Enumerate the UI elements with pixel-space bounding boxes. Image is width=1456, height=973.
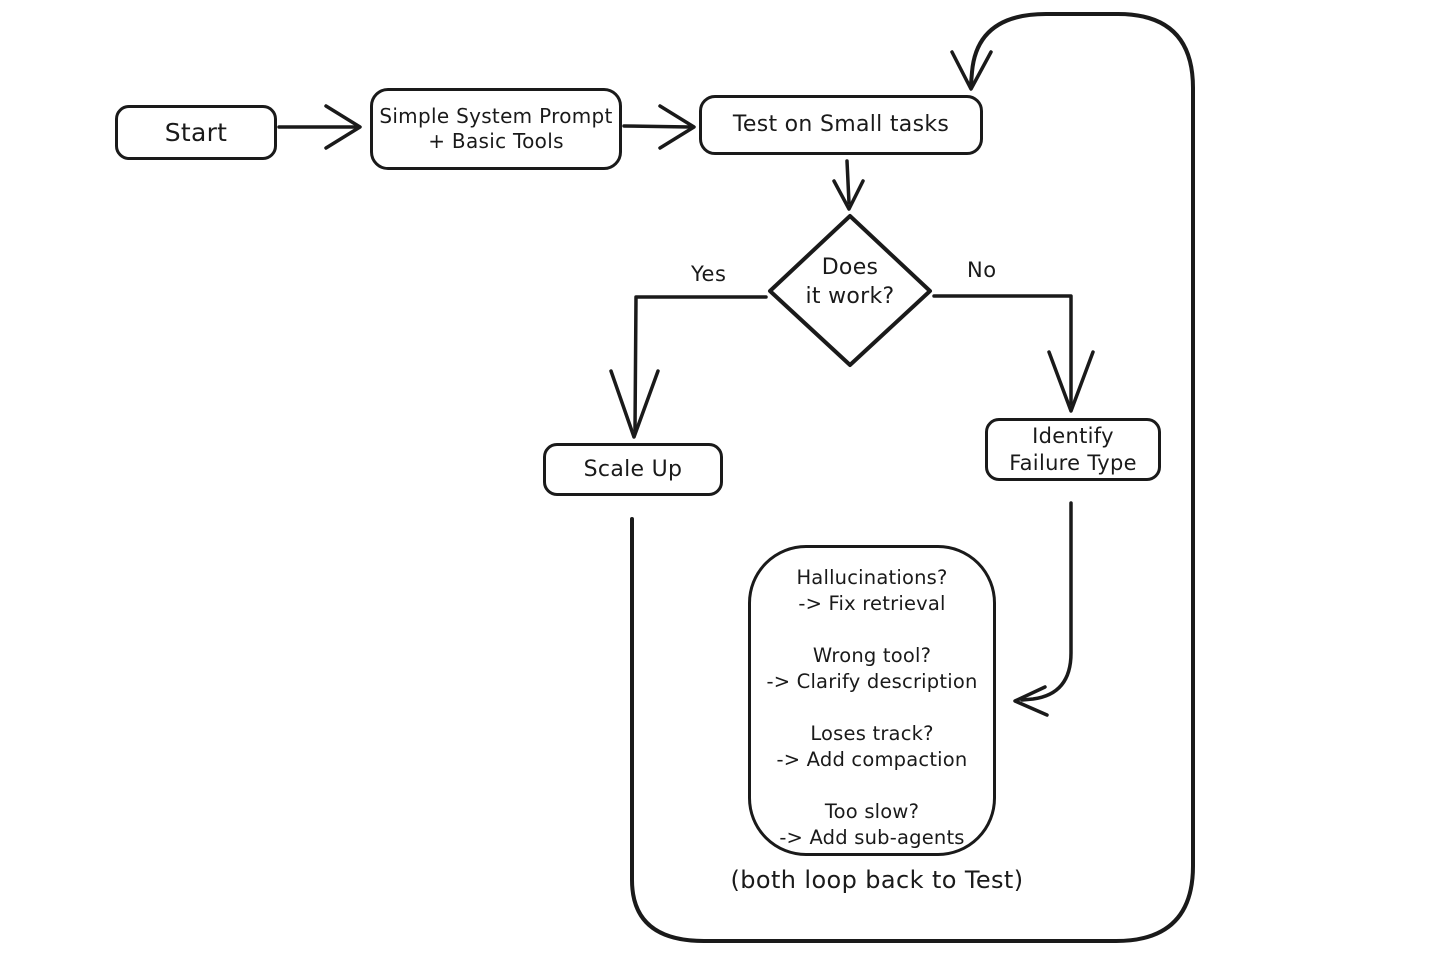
edge-prompt-to-test: [622, 124, 692, 129]
edge-label-yes: Yes: [691, 262, 727, 286]
arrowhead-test-to-decision: [832, 179, 865, 211]
decision-line2: it work?: [805, 283, 895, 309]
failure-question: Hallucinations?: [796, 566, 948, 589]
failure-item-loses-track: Loses track? -> Add compaction: [777, 721, 968, 773]
decision-does-it-work: Does it work?: [775, 254, 925, 311]
failure-item-too-slow: Too slow? -> Add sub-agents: [779, 799, 964, 851]
node-test-on-small-tasks: Test on Small tasks: [699, 95, 983, 155]
edge-no: [932, 294, 1073, 406]
loop-footnote: (both loop back to Test): [730, 866, 1024, 894]
node-start-label: Start: [164, 117, 228, 147]
arrowhead-no: [1047, 350, 1095, 413]
failure-question: Wrong tool?: [812, 644, 932, 667]
arrowhead-yes: [609, 369, 660, 439]
failure-question: Too slow?: [824, 800, 920, 823]
failure-item-hallucinations: Hallucinations? -> Fix retrieval: [796, 565, 947, 617]
edge-identify-to-list: [1020, 501, 1073, 702]
arrowhead-identify-to-list: [1013, 685, 1049, 717]
decision-diamond-shape: [768, 214, 932, 367]
node-prompt-line2: + Basic Tools: [428, 129, 564, 153]
failure-remedy: -> Add compaction: [776, 748, 968, 771]
edge-test-to-decision: [845, 159, 851, 205]
node-simple-system-prompt: Simple System Prompt + Basic Tools: [370, 88, 622, 170]
node-prompt-line1: Simple System Prompt: [379, 104, 613, 128]
node-identify-line2: Failure Type: [1009, 450, 1137, 475]
decision-line1: Does: [821, 255, 879, 280]
failure-question: Loses track?: [810, 722, 934, 745]
failure-remedy: -> Clarify description: [766, 670, 978, 693]
arrowhead-loop-into-test: [950, 50, 993, 91]
arrowhead-start-to-prompt: [324, 104, 362, 150]
arrowhead-prompt-to-test: [658, 104, 696, 150]
failure-item-wrong-tool: Wrong tool? -> Clarify description: [766, 643, 977, 695]
edge-label-no: No: [967, 258, 997, 282]
node-identify-failure-type: Identify Failure Type: [985, 418, 1161, 481]
node-scale-up-label: Scale Up: [583, 456, 683, 482]
node-scale-up: Scale Up: [543, 443, 723, 496]
failure-remedy: -> Fix retrieval: [798, 592, 946, 615]
node-identify-line1: Identify: [1032, 424, 1114, 449]
failure-types-box: Hallucinations? -> Fix retrieval Wrong t…: [748, 545, 996, 856]
node-test-label: Test on Small tasks: [732, 112, 950, 138]
failure-remedy: -> Add sub-agents: [779, 826, 965, 849]
edge-yes: [633, 295, 768, 432]
node-start: Start: [115, 105, 277, 160]
edge-loop-back-to-test: [630, 12, 1195, 943]
